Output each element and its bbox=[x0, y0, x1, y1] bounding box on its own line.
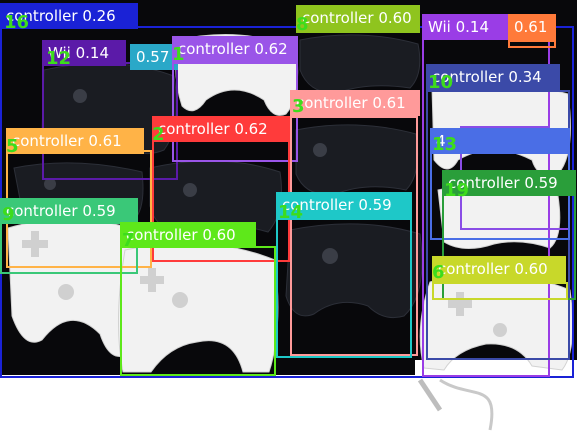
detection-index: 9 bbox=[2, 204, 15, 225]
detection-index: 3 bbox=[292, 96, 305, 117]
bounding-box bbox=[432, 282, 568, 300]
detection-label: 4 bbox=[430, 128, 570, 154]
detection-label: controller 0.61 bbox=[290, 90, 420, 116]
detection-label: controller 0.61 bbox=[6, 128, 144, 154]
detection-label: controller 0.34 bbox=[426, 64, 560, 90]
detection-index: 1 bbox=[172, 44, 185, 65]
detection-label: controller 0.59 bbox=[442, 170, 576, 196]
detection-index: 10 bbox=[428, 72, 454, 93]
detection-label: 0.57 bbox=[130, 44, 178, 70]
detection-index: 2 bbox=[152, 124, 165, 145]
detection-label: controller 0.60 bbox=[296, 5, 420, 31]
detection-index: 19 bbox=[444, 180, 470, 201]
detection-label: controller 0.59 bbox=[276, 192, 412, 218]
detection-label: controller 0.59 bbox=[0, 198, 138, 224]
detection-label: controller 0.26 bbox=[0, 3, 138, 29]
detection-label: 0.61 bbox=[508, 14, 556, 40]
bounding-box bbox=[276, 218, 412, 358]
bounding-box bbox=[290, 116, 418, 356]
detection-index: 13 bbox=[432, 134, 458, 155]
detection-label: Wii 0.14 bbox=[422, 14, 508, 40]
detection-label: controller 0.60 bbox=[432, 256, 566, 282]
detection-label: controller 0.62 bbox=[172, 36, 298, 62]
detection-index: 6 bbox=[432, 262, 445, 283]
detection-index: 14 bbox=[278, 202, 304, 223]
detection-index: 5 bbox=[6, 136, 19, 157]
detection-label: Wii 0.14 bbox=[42, 40, 126, 66]
bounding-box bbox=[508, 40, 556, 48]
detection-index: 7 bbox=[122, 230, 135, 251]
detection-index: 16 bbox=[4, 12, 30, 33]
detection-index: 8 bbox=[296, 14, 309, 35]
bounding-box bbox=[120, 246, 276, 376]
detection-index: 12 bbox=[46, 48, 72, 69]
detection-label: controller 0.62 bbox=[152, 116, 290, 142]
detection-label: controller 0.60 bbox=[120, 222, 256, 248]
